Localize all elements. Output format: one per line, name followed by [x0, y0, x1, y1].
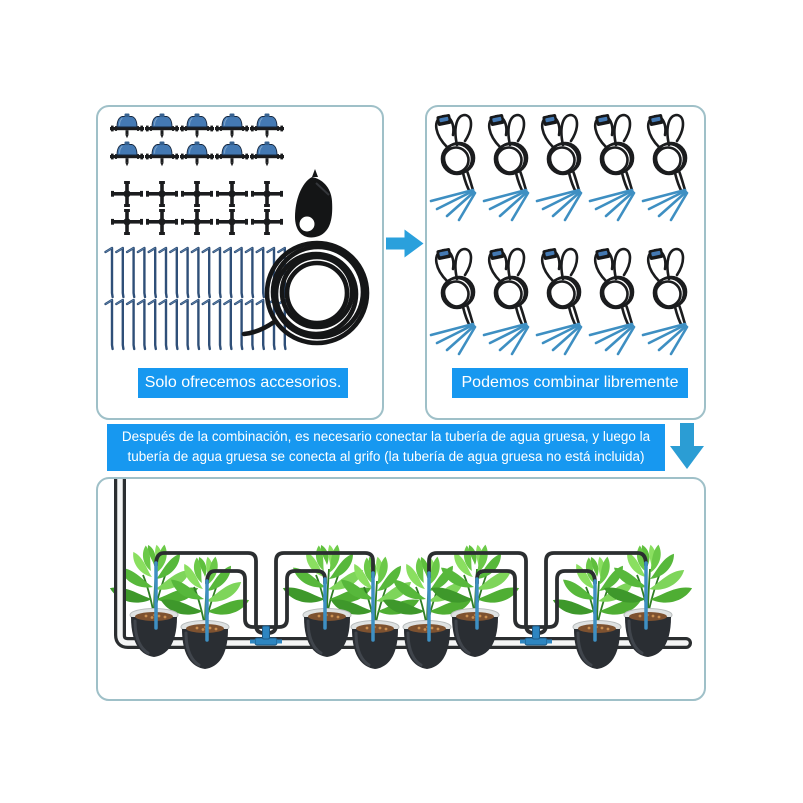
plants-layer	[110, 545, 692, 627]
accessories-label: Solo ofrecemos accesorios.	[138, 368, 348, 398]
irrigation-illustration	[98, 479, 704, 671]
irrigation-panel	[96, 477, 706, 701]
accessories-illustration	[104, 113, 370, 351]
instruction-line-1: Después de la combinación, es necesario …	[121, 429, 651, 444]
instruction-banner: Después de la combinación, es necesario …	[107, 424, 665, 471]
cross-connectors-group	[111, 181, 283, 235]
drip-emitters-group	[109, 113, 285, 167]
stakes-layer	[154, 561, 648, 642]
accessories-panel: Solo ofrecemos accesorios.	[96, 105, 384, 420]
combinations-illustration	[429, 112, 689, 356]
right-arrow-icon	[386, 229, 424, 258]
tubing-coil-icon	[241, 240, 370, 346]
drip-stakes-group	[104, 246, 287, 351]
hole-punch-tool-icon	[295, 169, 333, 238]
combinations-label: Podemos combinar libremente	[452, 368, 688, 398]
down-arrow-icon	[670, 423, 704, 469]
instruction-line-2: tubería de agua gruesa se conecta al gri…	[127, 449, 645, 464]
combinations-panel: Podemos combinar libremente	[425, 105, 706, 420]
drip-assemblies-group	[429, 112, 689, 356]
